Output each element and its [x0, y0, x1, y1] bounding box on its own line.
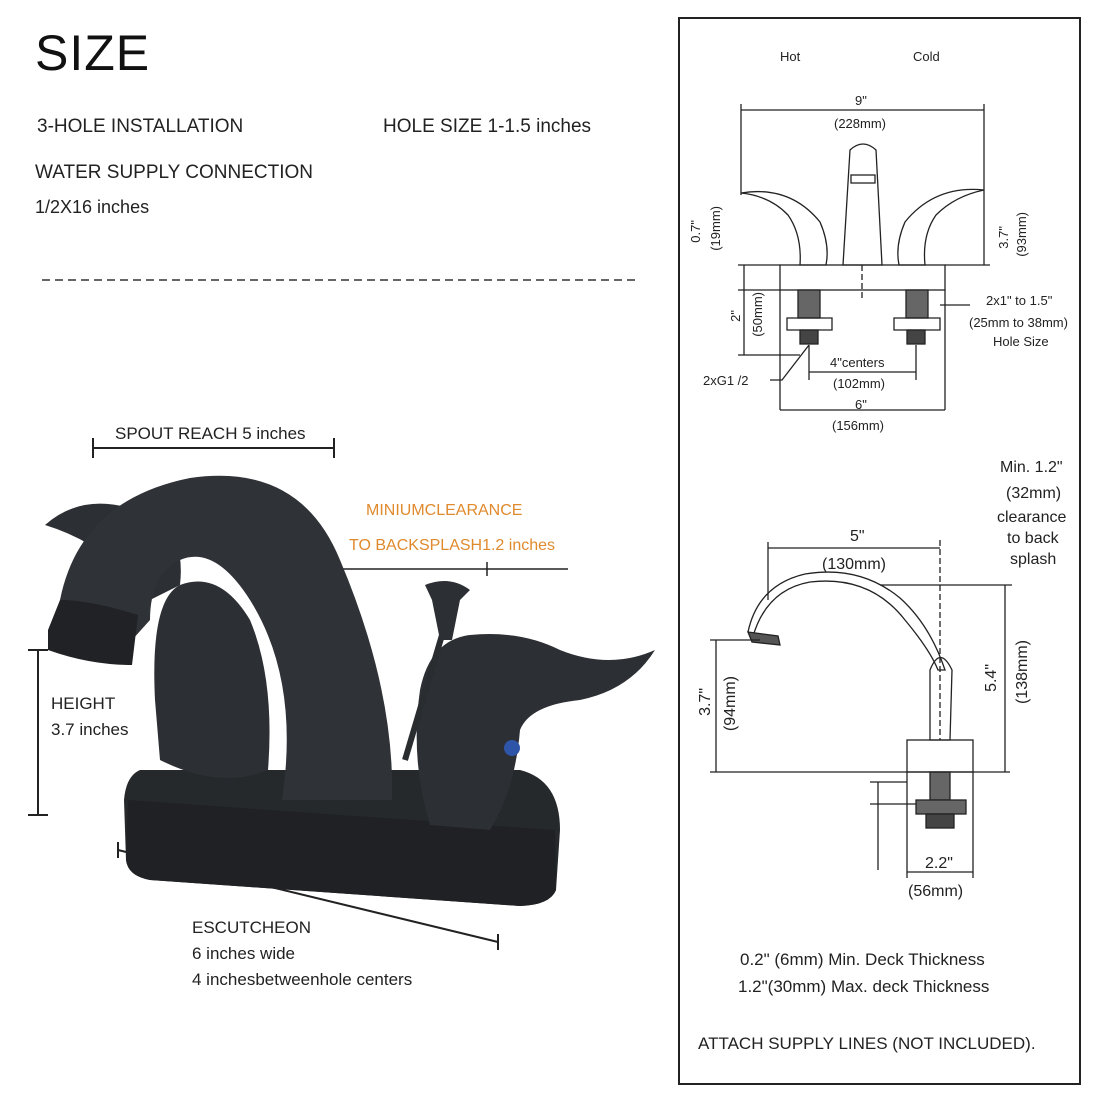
front-deck-in: 6": [855, 397, 867, 412]
hole-size-mm: (25mm to 38mm): [969, 315, 1068, 330]
front-base-mm: (19mm): [708, 206, 723, 251]
hot-label: Hot: [780, 49, 801, 64]
side-clearance-l3: clearance: [997, 509, 1067, 526]
technical-drawing-frame: [678, 17, 1081, 1085]
side-clearance-l1: Min. 1.2": [1000, 459, 1063, 476]
clearance-label-line1: MINIUMCLEARANCE: [366, 502, 523, 519]
side-spout-height-mm: (94mm): [722, 676, 739, 732]
side-reach-in: 5": [850, 528, 865, 545]
page-title: SIZE: [35, 25, 151, 81]
faucet-photo: [45, 475, 655, 906]
spout-reach-label: SPOUT REACH 5 inches: [115, 424, 306, 443]
side-base-mm: (56mm): [908, 883, 964, 900]
hole-size-spec: HOLE SIZE 1-1.5 inches: [383, 116, 592, 137]
side-clearance-l4: to back: [1007, 530, 1059, 547]
hole-size-label: Hole Size: [993, 334, 1049, 349]
escutcheon-width: 6 inches wide: [192, 944, 296, 963]
thread-label: 2xG1 /2: [703, 373, 749, 388]
front-shank-mm: (50mm): [750, 292, 765, 337]
front-shank-in: 2": [728, 310, 743, 322]
installation-spec: 3-HOLE INSTALLATION: [37, 116, 244, 137]
clearance-label-line2: TO BACKSPLASH1.2 inches: [349, 537, 556, 554]
escutcheon-label: ESCUTCHEON: [192, 918, 312, 937]
front-handle-mm: (93mm): [1014, 212, 1029, 257]
side-total-height-mm: (138mm): [1014, 640, 1031, 705]
height-value: 3.7 inches: [51, 720, 129, 739]
centers-in: 4"centers: [830, 355, 885, 370]
centers-mm: (102mm): [833, 376, 886, 391]
side-clearance-l5: splash: [1010, 551, 1057, 568]
deck-min-thickness: 0.2" (6mm) Min. Deck Thickness: [740, 950, 985, 969]
water-supply-spec: WATER SUPPLY CONNECTION: [35, 162, 313, 183]
hole-size-in: 2x1" to 1.5": [986, 293, 1053, 308]
front-handle-in: 3.7": [996, 226, 1011, 249]
escutcheon-centers: 4 inchesbetweenhole centers: [192, 970, 413, 989]
side-clearance-l2: (32mm): [1006, 485, 1062, 502]
cold-label: Cold: [913, 49, 940, 64]
height-label: HEIGHT: [51, 694, 116, 713]
side-spout-height-in: 3.7": [697, 688, 714, 716]
front-width-in: 9": [855, 93, 867, 108]
front-width-mm: (228mm): [834, 116, 887, 131]
side-reach-mm: (130mm): [822, 556, 887, 573]
deck-max-thickness: 1.2"(30mm) Max. deck Thickness: [738, 977, 990, 996]
front-base-in: 0.7": [688, 220, 703, 243]
supply-lines-note: ATTACH SUPPLY LINES (NOT INCLUDED).: [698, 1034, 1036, 1053]
side-base-in: 2.2": [925, 855, 953, 872]
water-supply-value: 1/2X16 inches: [35, 197, 150, 217]
side-total-height-in: 5.4": [983, 664, 1000, 692]
front-deck-mm: (156mm): [832, 418, 885, 433]
